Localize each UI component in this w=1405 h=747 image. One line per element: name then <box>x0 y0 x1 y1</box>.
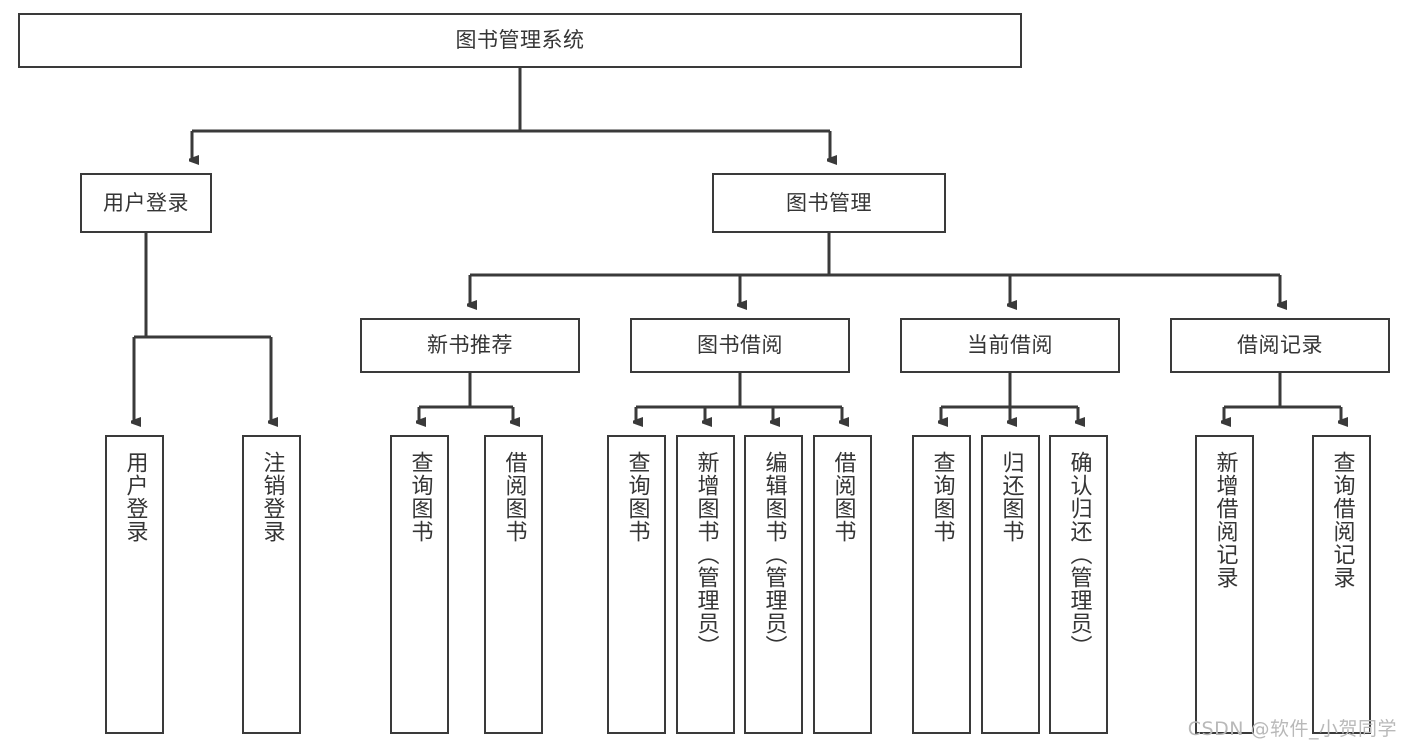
leaf-add-record[interactable]: 新增借阅记录 <box>1195 435 1254 734</box>
node-current-borrow[interactable]: 当前借阅 <box>900 318 1120 373</box>
leaf-add-record-label: 新增借阅记录 <box>1212 451 1238 589</box>
node-book-borrow-label: 图书借阅 <box>697 333 783 358</box>
leaf-return-book-label: 归还图书 <box>998 451 1024 543</box>
node-root[interactable]: 图书管理系统 <box>18 13 1022 68</box>
leaf-logout-label: 注销登录 <box>259 451 285 543</box>
node-book-manage-label: 图书管理 <box>786 190 872 215</box>
leaf-query-book-3[interactable]: 查询图书 <box>912 435 971 734</box>
leaf-query-book-1-label: 查询图书 <box>407 451 433 543</box>
leaf-query-record[interactable]: 查询借阅记录 <box>1312 435 1371 734</box>
leaf-user-login-label: 用户登录 <box>122 451 148 543</box>
node-borrow-record[interactable]: 借阅记录 <box>1170 318 1390 373</box>
leaf-query-book-2[interactable]: 查询图书 <box>607 435 666 734</box>
leaf-query-book-1[interactable]: 查询图书 <box>390 435 449 734</box>
watermark: CSDN @软件_小贺同学 <box>1187 718 1397 740</box>
node-book-borrow[interactable]: 图书借阅 <box>630 318 850 373</box>
leaf-borrow-book-1-label: 借阅图书 <box>501 451 527 543</box>
leaf-borrow-book-1[interactable]: 借阅图书 <box>484 435 543 734</box>
node-new-book-rec-label: 新书推荐 <box>427 333 513 358</box>
leaf-query-book-3-label: 查询图书 <box>929 451 955 543</box>
node-user-login-label: 用户登录 <box>103 190 189 215</box>
leaf-edit-book[interactable]: 编辑图书（管理员） <box>744 435 803 734</box>
leaf-user-login[interactable]: 用户登录 <box>105 435 164 734</box>
leaf-edit-book-label: 编辑图书（管理员） <box>761 451 787 658</box>
node-borrow-record-label: 借阅记录 <box>1237 333 1323 358</box>
node-new-book-rec[interactable]: 新书推荐 <box>360 318 580 373</box>
node-book-manage[interactable]: 图书管理 <box>712 173 946 233</box>
leaf-query-record-label: 查询借阅记录 <box>1329 451 1355 589</box>
node-current-borrow-label: 当前借阅 <box>967 333 1053 358</box>
leaf-borrow-book-2[interactable]: 借阅图书 <box>813 435 872 734</box>
leaf-return-book[interactable]: 归还图书 <box>981 435 1040 734</box>
leaf-query-book-2-label: 查询图书 <box>624 451 650 543</box>
leaf-logout[interactable]: 注销登录 <box>242 435 301 734</box>
leaf-add-book[interactable]: 新增图书（管理员） <box>676 435 735 734</box>
leaf-add-book-label: 新增图书（管理员） <box>693 451 719 658</box>
node-root-label: 图书管理系统 <box>455 28 585 53</box>
leaf-borrow-book-2-label: 借阅图书 <box>830 451 856 543</box>
node-user-login[interactable]: 用户登录 <box>80 173 212 233</box>
leaf-confirm-return-label: 确认归还（管理员） <box>1066 451 1092 658</box>
leaf-confirm-return[interactable]: 确认归还（管理员） <box>1049 435 1108 734</box>
